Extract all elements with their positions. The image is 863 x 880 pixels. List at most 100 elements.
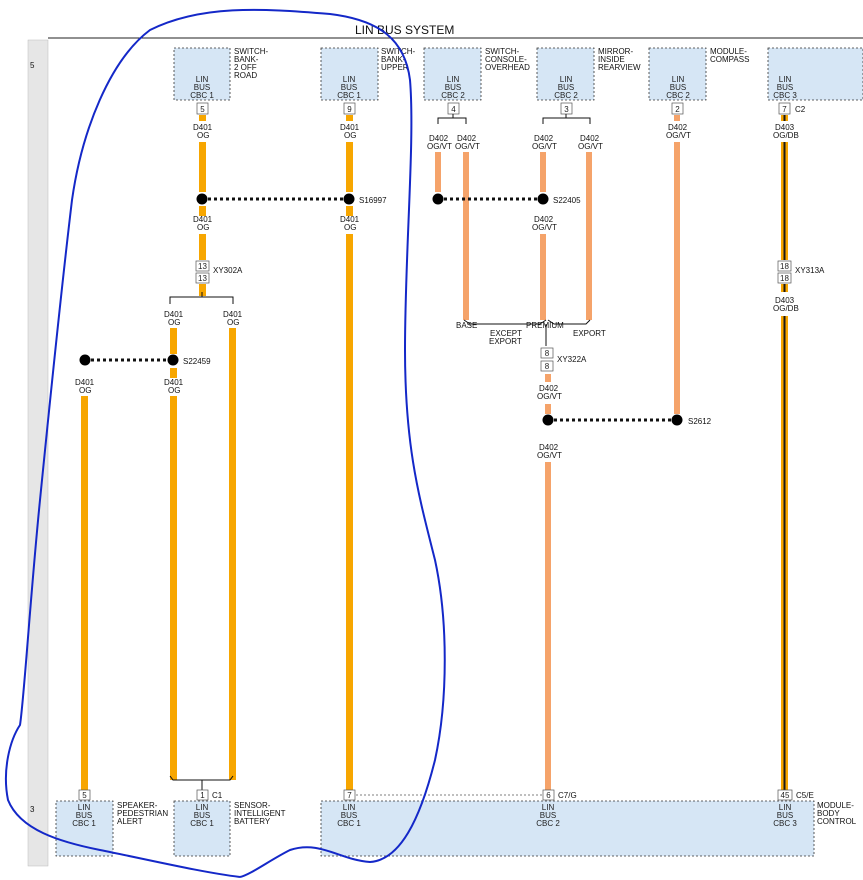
split-bracket-mirror — [542, 114, 591, 124]
option-label-except: EXCEPT — [490, 329, 522, 338]
diagram-title: LIN BUS SYSTEM — [355, 23, 454, 37]
split-bracket-overhead — [437, 114, 467, 124]
svg-text:MODULE-: MODULE- — [817, 801, 854, 810]
svg-text:REARVIEW: REARVIEW — [598, 63, 641, 72]
wire-label: D401 — [223, 310, 243, 319]
wire-label: D402 — [534, 134, 554, 143]
wire-d401-speaker[interactable] — [81, 396, 88, 790]
svg-text:BATTERY: BATTERY — [234, 817, 271, 826]
svg-text:MODULE-: MODULE- — [710, 47, 747, 56]
bottom-module-sensor-intelligent-battery[interactable]: LIN BUS CBC 1 SENSOR- INTELLIGENT BATTER… — [173, 800, 286, 857]
splice-label-s2612: S2612 — [688, 417, 712, 426]
splice-label-s22459: S22459 — [183, 357, 211, 366]
svg-text:LIN: LIN — [196, 75, 209, 84]
option-label-premium: PREMIUM — [526, 321, 564, 330]
wire-label: D402 — [539, 384, 559, 393]
wire-d401-switch-bank-2-off-road[interactable] — [199, 115, 206, 296]
svg-text:LIN: LIN — [779, 75, 792, 84]
wire-label: OG — [79, 386, 91, 395]
wire-label: OG — [227, 318, 239, 327]
wire-label: D402 — [457, 134, 477, 143]
bottom-module-speaker-pedestrian-alert[interactable]: LIN BUS CBC 1 SPEAKER- PEDESTRIAN ALERT — [55, 800, 168, 857]
wire-d402-mirror-a[interactable] — [540, 152, 546, 320]
wire-label: OG/DB — [773, 304, 799, 313]
svg-text:BANK-: BANK- — [234, 55, 259, 64]
wire-label: D401 — [340, 123, 360, 132]
row-label-top: 5 — [30, 61, 35, 70]
top-module-switch-bank-2-off-road[interactable]: LIN BUS CBC 1 SWITCH- BANK- 2 OFF ROAD — [173, 47, 269, 101]
hand-drawn-annotation-loop — [4, 8, 446, 878]
svg-text:CBC 2: CBC 2 — [536, 819, 560, 828]
svg-text:4: 4 — [451, 105, 456, 114]
top-module-cbc3[interactable]: LIN BUS CBC 3 — [767, 47, 863, 101]
svg-text:13: 13 — [198, 262, 207, 271]
wire-d402-lower[interactable] — [545, 374, 551, 790]
svg-text:45: 45 — [781, 791, 790, 800]
wire-label: D403 — [775, 296, 795, 305]
svg-text:5: 5 — [82, 791, 87, 800]
svg-text:3: 3 — [564, 105, 569, 114]
bottom-module-module-body-control[interactable]: LIN BUS CBC 1 LIN BUS CBC 2 LIN BUS CBC … — [320, 800, 857, 857]
svg-text:BUS: BUS — [558, 83, 574, 92]
inline-connector-xy302a: 13 13 XY302A — [195, 260, 243, 284]
wire-d401-switch-bank-upper[interactable] — [346, 115, 353, 790]
svg-text:UPPER: UPPER — [381, 63, 409, 72]
wire-d401-right-branch[interactable] — [229, 328, 236, 780]
wire-d402-mirror-b[interactable] — [586, 152, 592, 320]
svg-text:BUS: BUS — [194, 811, 210, 820]
wire-d403[interactable] — [781, 115, 788, 790]
svg-text:18: 18 — [780, 262, 789, 271]
splice-dot[interactable] — [196, 193, 208, 205]
svg-text:7: 7 — [782, 105, 787, 114]
wire-label: OG — [168, 386, 180, 395]
svg-text:CBC 2: CBC 2 — [441, 91, 465, 100]
svg-text:LIN: LIN — [542, 803, 555, 812]
wire-d402-overhead-a[interactable] — [435, 152, 441, 192]
svg-text:BUS: BUS — [445, 83, 461, 92]
splice-dot[interactable] — [79, 354, 91, 366]
splice-dot[interactable] — [432, 193, 444, 205]
svg-text:CBC 3: CBC 3 — [773, 819, 797, 828]
wire-label: OG — [197, 131, 209, 140]
svg-text:SWITCH-: SWITCH- — [234, 47, 269, 56]
svg-text:CONSOLE-: CONSOLE- — [485, 55, 527, 64]
svg-text:SWITCH-: SWITCH- — [485, 47, 520, 56]
svg-text:LIN: LIN — [78, 803, 91, 812]
wire-d401-left-branch[interactable] — [170, 328, 177, 780]
wire-d402-compass[interactable] — [674, 115, 680, 414]
svg-text:18: 18 — [780, 274, 789, 283]
wire-label: D402 — [580, 134, 600, 143]
inline-connector-xy313a: 18 18 XY313A — [777, 260, 825, 284]
svg-text:LIN: LIN — [672, 75, 685, 84]
wire-label: D401 — [164, 378, 184, 387]
svg-text:BUS: BUS — [76, 811, 92, 820]
top-module-module-compass[interactable]: LIN BUS CBC 2 MODULE- COMPASS — [648, 47, 749, 101]
wire-label: OG — [168, 318, 180, 327]
join-bracket-c1 — [169, 775, 234, 790]
top-module-switch-console-overhead[interactable]: LIN BUS CBC 2 SWITCH- CONSOLE- OVERHEAD — [423, 47, 530, 101]
svg-text:BUS: BUS — [777, 811, 793, 820]
svg-text:XY322A: XY322A — [557, 355, 587, 364]
wire-label: D403 — [775, 123, 795, 132]
splice-dot-s16997[interactable] — [343, 193, 355, 205]
svg-text:ROAD: ROAD — [234, 71, 257, 80]
wire-d402-overhead-b[interactable] — [463, 152, 469, 320]
wire-label: OG/VT — [537, 451, 562, 460]
svg-text:CBC 2: CBC 2 — [554, 91, 578, 100]
top-module-switch-bank-upper[interactable]: LIN BUS CBC 1 SWITCH- BANK- UPPER — [320, 47, 416, 101]
splice-dot-s22459[interactable] — [167, 354, 179, 366]
top-module-mirror-inside-rearview[interactable]: LIN BUS CBC 2 MIRROR- INSIDE REARVIEW — [536, 47, 641, 101]
wire-label: D401 — [164, 310, 184, 319]
wire-label: OG — [344, 223, 356, 232]
svg-text:CBC 1: CBC 1 — [72, 819, 96, 828]
wire-label: D401 — [75, 378, 95, 387]
svg-text:LIN: LIN — [196, 803, 209, 812]
splice-dot-s22405[interactable] — [537, 193, 549, 205]
svg-text:SENSOR-: SENSOR- — [234, 801, 271, 810]
svg-text:CBC 2: CBC 2 — [666, 91, 690, 100]
splice-dot[interactable] — [542, 414, 554, 426]
svg-text:CBC 3: CBC 3 — [773, 91, 797, 100]
splice-dot-s2612[interactable] — [671, 414, 683, 426]
option-label-except-export: EXPORT — [489, 337, 522, 346]
svg-text:SPEAKER-: SPEAKER- — [117, 801, 158, 810]
